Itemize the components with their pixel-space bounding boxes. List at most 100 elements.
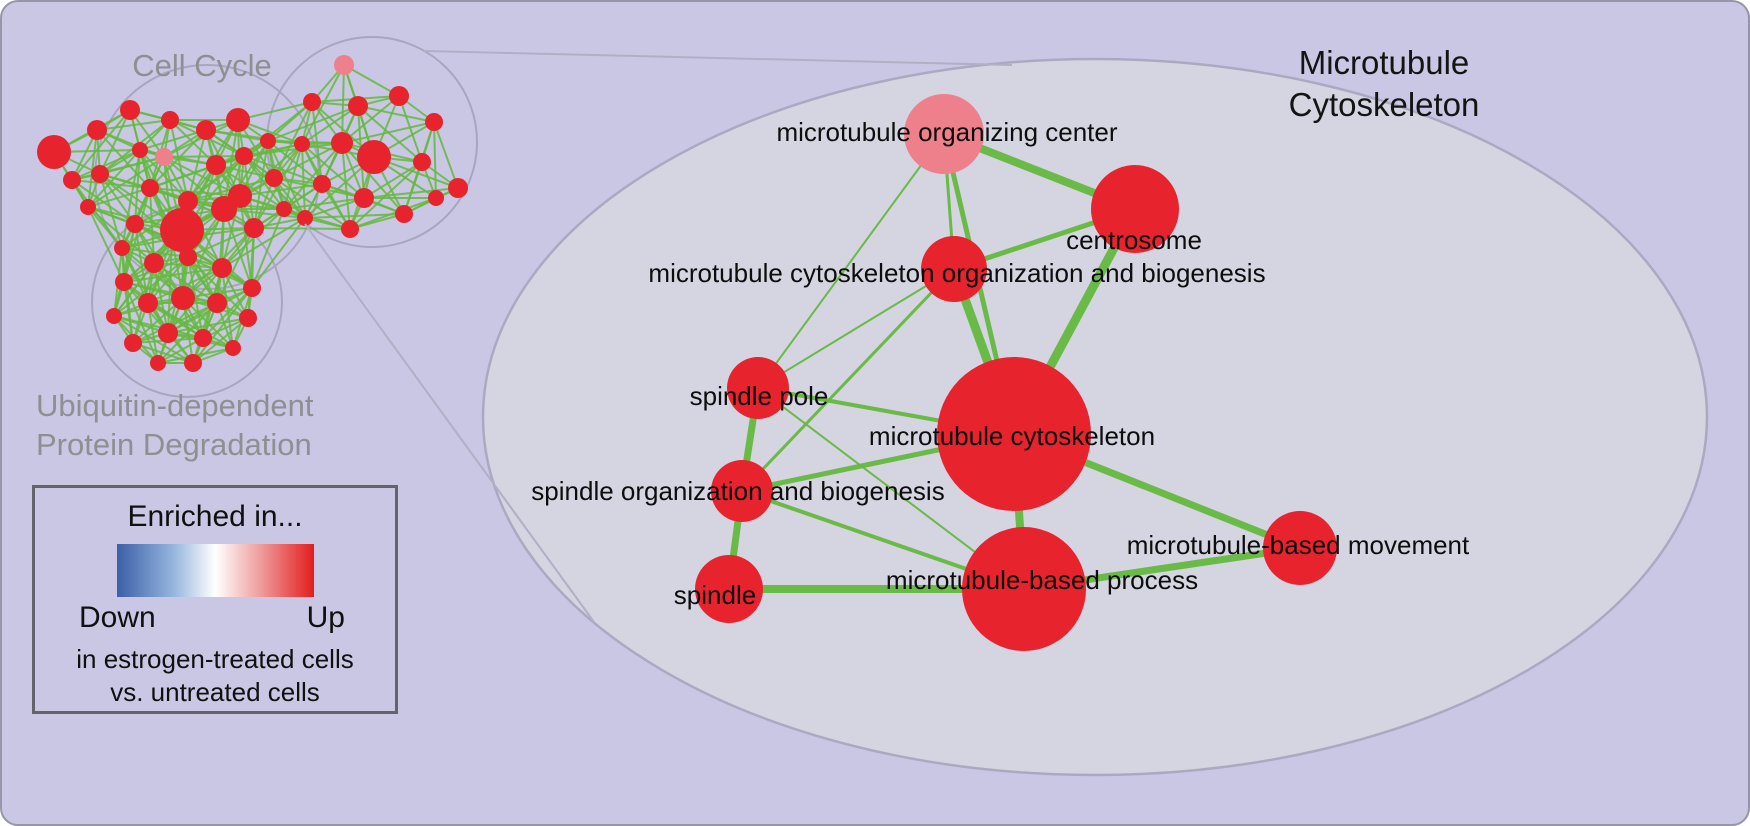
minimap-edge bbox=[283, 197, 365, 210]
minimap-node bbox=[207, 293, 227, 313]
minimap-node bbox=[37, 135, 71, 169]
minimap-edge bbox=[87, 156, 165, 208]
network-edge bbox=[757, 133, 945, 389]
minimap-edge bbox=[99, 173, 123, 249]
minimap-edge bbox=[304, 197, 365, 219]
minimap-node bbox=[184, 354, 202, 372]
minimap-edge bbox=[169, 119, 189, 202]
minimap-edge bbox=[113, 256, 189, 317]
minimap-edge bbox=[341, 121, 435, 144]
minimap-edge bbox=[71, 179, 136, 225]
minimap-edge bbox=[343, 64, 400, 97]
minimap-node bbox=[161, 111, 179, 129]
minimap-node bbox=[276, 201, 292, 217]
minimap-edge bbox=[87, 206, 125, 283]
minimap-edge bbox=[71, 179, 123, 249]
minimap-edge bbox=[341, 142, 405, 215]
minimap-edge bbox=[349, 197, 437, 230]
minimap-node bbox=[106, 308, 122, 324]
minimap-node bbox=[244, 218, 264, 238]
minimap-edge bbox=[132, 342, 194, 364]
minimap-node bbox=[124, 334, 142, 352]
minimap-edge bbox=[121, 149, 141, 249]
minimap-node bbox=[331, 132, 353, 154]
minimap-node bbox=[395, 205, 413, 223]
minimap-edge bbox=[71, 179, 151, 189]
minimap-node bbox=[294, 136, 310, 152]
minimap-edge bbox=[253, 227, 351, 230]
minimap-node bbox=[341, 220, 359, 238]
legend-gradient-bar bbox=[116, 544, 314, 597]
minimap-edge bbox=[87, 187, 151, 208]
legend-subtitle-line1: in estrogen-treated cells bbox=[76, 644, 354, 674]
minimap-edge bbox=[251, 208, 285, 289]
minimap-node bbox=[120, 100, 140, 120]
minimap-node bbox=[171, 286, 195, 310]
legend: Enriched in... Down Up in estrogen-treat… bbox=[32, 485, 398, 714]
minimap-node bbox=[63, 171, 81, 189]
minimap-node bbox=[179, 248, 197, 266]
minimap-node bbox=[150, 355, 166, 371]
network-node bbox=[1091, 165, 1179, 253]
minimap-edge bbox=[301, 105, 359, 145]
minimap-edge bbox=[403, 161, 423, 215]
minimap-node bbox=[196, 120, 216, 140]
minimap-edge bbox=[223, 208, 306, 219]
cell-cycle-cluster-label: Cell Cycle bbox=[132, 48, 272, 83]
minimap-node bbox=[297, 210, 313, 226]
minimap-edge bbox=[187, 256, 249, 319]
network-node bbox=[727, 357, 789, 419]
minimap-edge bbox=[192, 287, 253, 364]
network-node bbox=[695, 555, 763, 623]
ubiquitin-cluster-label: Ubiquitin-dependent Protein Degradation bbox=[36, 386, 366, 464]
node-label: microtubule-based process bbox=[886, 565, 1198, 595]
title-line1: Microtubule bbox=[1298, 44, 1470, 81]
minimap-edge bbox=[398, 95, 423, 163]
minimap-node bbox=[144, 253, 164, 273]
network-node bbox=[1263, 511, 1337, 585]
minimap-node bbox=[126, 215, 144, 233]
minimap-edge bbox=[87, 129, 98, 208]
minimap-edge bbox=[357, 105, 435, 123]
minimap-edge bbox=[363, 161, 423, 199]
minimap-edge bbox=[163, 155, 245, 158]
zoom-ellipse bbox=[481, 57, 1709, 777]
minimap-edge bbox=[223, 208, 253, 289]
minimap-node bbox=[115, 273, 133, 291]
minimap-node bbox=[226, 108, 250, 132]
minimap-edge bbox=[301, 64, 345, 145]
minimap-edge bbox=[433, 121, 459, 189]
network-node bbox=[904, 94, 984, 174]
node-label: spindle bbox=[674, 580, 756, 610]
legend-down-label: Down bbox=[79, 601, 156, 634]
node-label: microtubule cytoskeleton organization an… bbox=[648, 258, 1265, 288]
minimap-edge bbox=[187, 256, 204, 339]
minimap-node bbox=[235, 147, 253, 165]
minimap-edge bbox=[283, 143, 303, 210]
network-node bbox=[921, 236, 987, 302]
minimap-node bbox=[212, 258, 232, 278]
minimap-edge bbox=[192, 267, 223, 364]
zoom-cone-line bbox=[304, 223, 595, 623]
minimap-node bbox=[303, 93, 321, 111]
minimap-edge bbox=[153, 262, 169, 334]
minimap-node bbox=[91, 165, 109, 183]
minimap-edge bbox=[301, 143, 306, 219]
minimap-node bbox=[138, 293, 158, 313]
zoom-cone-lines bbox=[304, 50, 1013, 623]
legend-subtitle-line2: vs. untreated cells bbox=[110, 677, 320, 707]
minimap-edge bbox=[251, 217, 306, 289]
network-node bbox=[711, 460, 773, 522]
minimap-edge bbox=[132, 302, 218, 344]
minimap-edge bbox=[363, 187, 459, 199]
minimap-node bbox=[413, 153, 431, 171]
minimap-node bbox=[448, 178, 468, 198]
minimap-node bbox=[357, 140, 391, 174]
minimap-edge bbox=[121, 247, 189, 258]
minimap-node bbox=[243, 279, 261, 297]
minimap-edge bbox=[283, 142, 343, 210]
minimap-edge bbox=[147, 256, 189, 304]
minimap-node bbox=[160, 208, 204, 252]
